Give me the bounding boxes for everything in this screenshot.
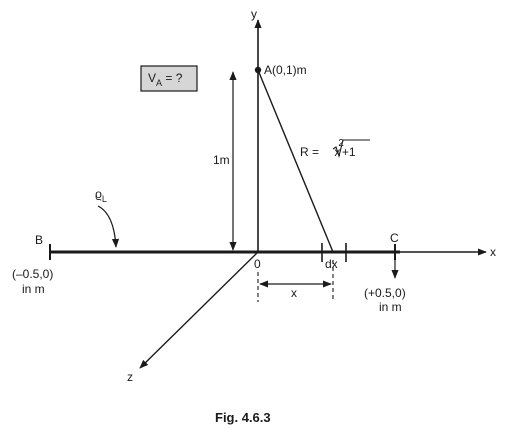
distance-line <box>257 69 334 253</box>
dx-label: dx <box>325 257 338 271</box>
query-box <box>140 65 198 92</box>
x-axis-label: x <box>490 245 496 259</box>
query-text: VA = ? <box>148 71 183 88</box>
origin-label: 0 <box>254 257 261 271</box>
figure-caption: Fig. 4.6.3 <box>215 410 271 425</box>
point-b-unit: in m <box>22 282 45 296</box>
point-c-coordinates: (+0.5,0) <box>364 286 406 300</box>
point-a-label: A(0,1)m <box>264 63 307 77</box>
point-c-label: C <box>390 231 399 245</box>
x-offset-label: x <box>291 286 297 300</box>
charge-density-pointer <box>97 205 120 248</box>
charge-density-symbol: ϱL <box>95 187 107 204</box>
point-c-unit: in m <box>379 300 402 314</box>
radical-sign <box>332 139 370 158</box>
point-b-coordinates: (–0.5,0) <box>12 267 53 281</box>
z-axis <box>139 251 259 369</box>
height-label: 1m <box>213 153 230 167</box>
z-axis-label: z <box>127 370 133 384</box>
y-axis-label: y <box>251 7 257 21</box>
point-b-label: B <box>35 233 43 247</box>
distance-label: R = x2+1 <box>300 138 356 159</box>
